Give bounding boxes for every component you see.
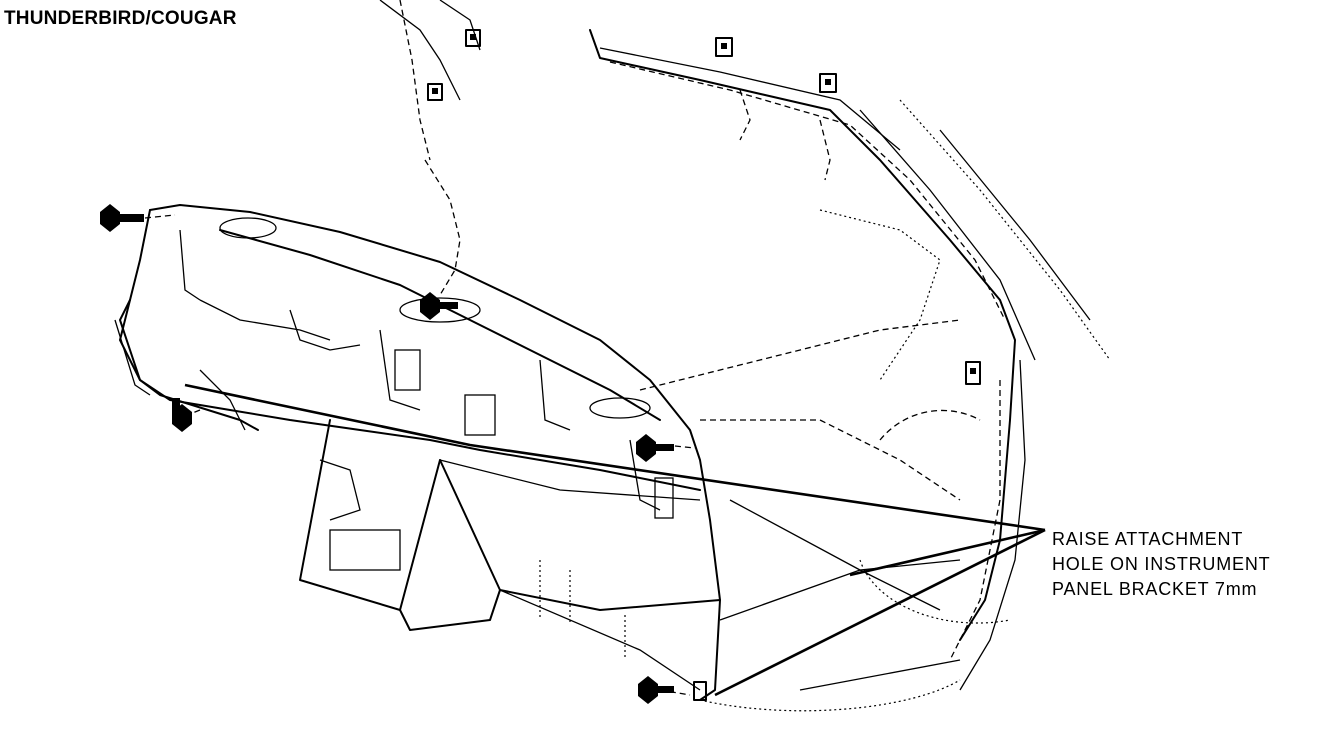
hex-bolt-icon [638,676,674,704]
hex-bolt-icon [420,292,458,320]
callout-line: RAISE ATTACHMENT [1052,529,1244,549]
retainer-clip-icon [427,83,443,101]
callout-label: RAISE ATTACHMENT HOLE ON INSTRUMENT PANE… [1052,527,1270,602]
instrument-panel [119,204,721,701]
diagram-heading: THUNDERBIRD/COUGAR [4,8,237,29]
retainer-clip-icon [465,29,481,47]
hex-bolt-icon [172,398,192,432]
retainer-clip-icon [693,681,707,701]
callout-leaders [184,383,1046,697]
retainer-clip-icon [819,73,837,93]
left-end-bracket [114,299,259,431]
cowl-interior [639,209,1011,712]
retainer-clip-icon [965,361,981,385]
lower-panel [299,419,721,691]
hex-bolt-icon [100,204,144,232]
callout-line: HOLE ON INSTRUMENT [1052,554,1271,574]
hex-bolt-icon [636,434,674,462]
callout-line: PANEL BRACKET 7mm [1052,579,1258,599]
windshield-frame [379,0,1111,691]
install-paths [144,89,831,696]
retainer-clip-icon [715,37,733,57]
